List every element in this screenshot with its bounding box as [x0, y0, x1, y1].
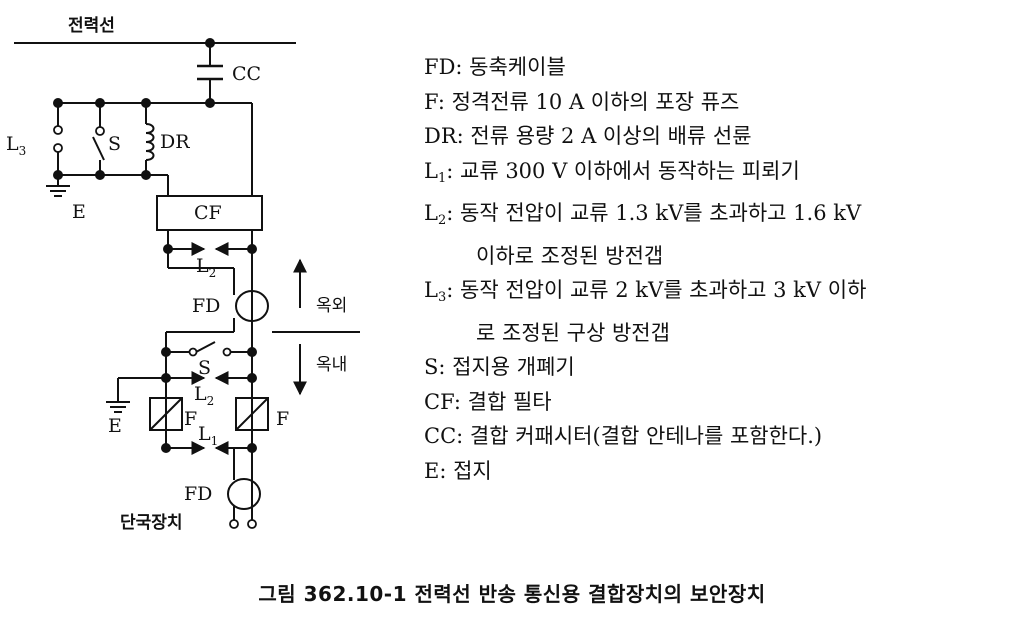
legend-item: L3: 동작 전압이 교류 2 kV를 초과하고 3 kV 이하 [424, 273, 1014, 316]
legend-item: DR: 전류 용량 2 A 이상의 배류 선륜 [424, 119, 1014, 154]
legend-description: 결합 필타 [467, 389, 552, 414]
legend-description: 정격전류 10 A 이하의 포장 퓨즈 [451, 89, 740, 114]
legend-description: 접지용 개폐기 [452, 355, 575, 379]
l3-terminal-bottom [53, 143, 63, 153]
legend-description-continuation: 이하로 조정된 방전갭 [476, 243, 664, 268]
terminal-right [247, 519, 257, 529]
legend-key-subscript: 1 [437, 170, 447, 186]
legend-item: CC: 결합 커패시터(결합 안테나를 포함한다.) [424, 419, 1014, 454]
legend-description: 접지 [453, 458, 492, 483]
legend-item: L1: 교류 300 V 이하에서 동작하는 피뢰기 [424, 154, 1014, 197]
coupling-capacitor [197, 43, 223, 103]
legend-key: L [424, 201, 438, 225]
legend-item-continuation: 이하로 조정된 방전갭 [424, 239, 1014, 274]
l1-label: L1 [198, 423, 218, 448]
l1-arrester [166, 447, 252, 480]
legend-key: E: [424, 458, 447, 483]
legend-key: F: [424, 89, 445, 114]
dr-label: DR [160, 131, 190, 153]
legend-key-colon: : [446, 201, 454, 225]
legend-description: 동작 전압이 교류 2 kV를 초과하고 3 kV 이하 [460, 278, 867, 302]
legend-key: CC: [424, 424, 464, 448]
f-label-left: F [184, 408, 197, 430]
fuse-left [149, 397, 183, 431]
legend-item: CF: 결합 필타 [424, 385, 1014, 420]
grounding-switch-upper [92, 103, 105, 175]
figure-caption: 그림 362.10-1 전력선 반송 통신용 결합장치의 보안장치 [258, 582, 766, 606]
indoor-label: 옥내 [316, 355, 347, 375]
coupling-filter-box [156, 195, 263, 231]
legend-key-colon: : [446, 158, 454, 183]
l2-label-lower: L2 [194, 383, 214, 408]
terminal-left [229, 519, 239, 529]
s-label-upper: S [108, 133, 121, 155]
coupling-device-circuit-diagram: 전력선 CC L3 S DR E CF L2 FD 옥외 옥내 S L2 E F… [6, 16, 360, 533]
fd-label-upper: FD [192, 295, 220, 317]
legend-item: F: 정격전류 10 A 이하의 포장 퓨즈 [424, 85, 1014, 120]
fd-label-lower: FD [184, 483, 212, 505]
legend-item: E: 접지 [424, 454, 1014, 489]
legend-description: 교류 300 V 이하에서 동작하는 피뢰기 [460, 158, 800, 183]
legend-key-subscript: 3 [437, 290, 447, 305]
legend-item: L2: 동작 전압이 교류 1.3 kV를 초과하고 1.6 kV [424, 196, 1014, 239]
outdoor-label: 옥외 [316, 296, 347, 316]
legend-key: S: [424, 355, 446, 379]
f-label-right: F [276, 408, 289, 430]
s-label-lower: S [198, 357, 211, 379]
legend-item-continuation: 로 조정된 구상 방전갭 [424, 316, 1014, 351]
fuse-right [235, 397, 269, 431]
power-line-label: 전력선 [68, 16, 115, 36]
legend-key: CF: [424, 389, 461, 414]
coaxial-cable-lower [227, 478, 261, 510]
legend-key: L [424, 278, 438, 302]
cf-label: CF [194, 202, 222, 224]
legend-description: 동축케이블 [469, 55, 566, 79]
e-label-lower: E [108, 415, 122, 437]
cc-label: CC [232, 63, 261, 85]
legend-description: 결합 커패시터(결합 안테나를 포함한다.) [469, 424, 823, 448]
legend-description: 동작 전압이 교류 1.3 kV를 초과하고 1.6 kV [460, 201, 862, 225]
coaxial-cable-upper [235, 290, 269, 322]
terminal-label: 단국장치 [120, 513, 183, 533]
legend-key: L [424, 158, 438, 183]
grounding-switch-lower [166, 341, 252, 353]
ground-symbol-lower [106, 378, 130, 413]
legend-item: FD: 동축케이블 [424, 50, 1014, 85]
legend-key: FD: [424, 55, 463, 79]
l3-terminal-top [53, 125, 63, 135]
legend-item: S: 접지용 개폐기 [424, 350, 1014, 385]
e-label-upper: E [72, 201, 86, 223]
drain-coil [145, 103, 155, 175]
legend-key: DR: [424, 124, 464, 148]
ground-symbol-upper [46, 175, 70, 197]
l3-label: L3 [6, 133, 26, 158]
l2-label-upper: L2 [196, 255, 216, 280]
legend-key-colon: : [446, 278, 454, 302]
legend-description-continuation: 로 조정된 구상 방전갭 [476, 320, 670, 345]
legend-key-subscript: 2 [437, 213, 447, 228]
legend-description: 전류 용량 2 A 이상의 배류 선륜 [470, 124, 752, 148]
